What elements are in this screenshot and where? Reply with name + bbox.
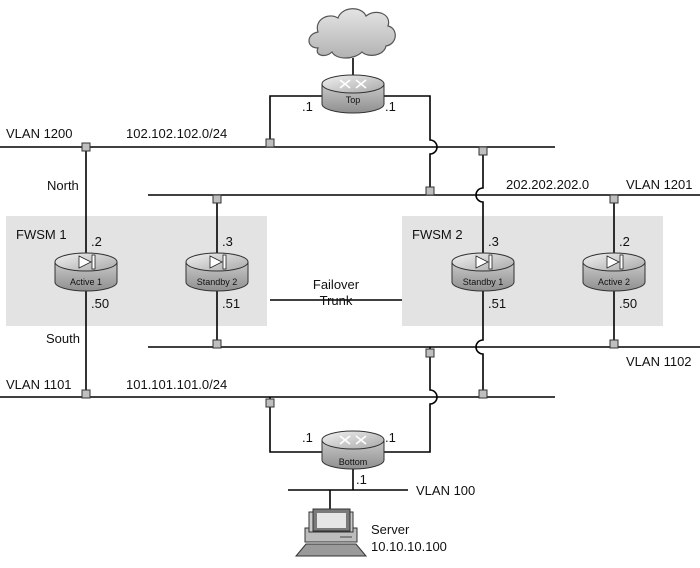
firewall-icon [78,254,96,270]
standby-1-south-ip: .51 [488,296,506,311]
vlan-100-name: VLAN 100 [416,483,475,498]
standby-1-north-ip: .3 [488,234,499,249]
standby-2-south-ip: .51 [222,296,240,311]
firewall-active-2[interactable]: Active 2 [582,252,646,292]
vlan-1201-name: VLAN 1201 [626,177,693,192]
vlan-buses [0,146,700,491]
bottom-right-ip: .1 [385,430,396,445]
failover-line-2: Trunk [320,293,353,308]
router-arrows-icon [339,79,367,89]
fwsm2-title: FWSM 2 [412,227,463,242]
firewall-standby-2[interactable]: Standby 2 [185,252,249,292]
standby-2-label: Standby 2 [197,277,238,287]
router-bottom-label: Bottom [339,457,368,467]
firewall-standby-1[interactable]: Standby 1 [451,252,515,292]
server-ip: 10.10.10.100 [371,539,447,554]
router-bottom[interactable]: Bottom [321,430,385,470]
cloud-icon [308,8,396,59]
vlan-1201-subnet: 202.202.202.0 [506,177,589,192]
standby-1-label: Standby 1 [463,277,504,287]
firewall-active-1[interactable]: Active 1 [54,252,118,292]
router-top-label: Top [346,95,361,105]
vlan-1101-subnet: 101.101.101.0/24 [126,377,227,392]
server-name: Server [371,522,410,537]
vlan-1101-name: VLAN 1101 [6,377,72,392]
firewall-icon [606,254,624,270]
active-2-north-ip: .2 [619,234,630,249]
router-top[interactable]: Top [321,74,385,114]
active-1-south-ip: .50 [91,296,109,311]
active-2-label: Active 2 [598,277,630,287]
server-icon[interactable] [294,508,368,557]
vlan-1102-name: VLAN 1102 [626,354,692,369]
vlan-1200-name: VLAN 1200 [6,126,73,141]
bottom-left-ip: .1 [302,430,313,445]
top-left-ip: .1 [302,99,313,114]
active-2-south-ip: .50 [619,296,637,311]
firewall-icon [209,254,227,270]
port-markers [81,138,619,408]
top-right-ip: .1 [385,99,396,114]
north-label: North [47,178,79,193]
failover-line-1: Failover [313,277,360,292]
standby-2-north-ip: .3 [222,234,233,249]
router-arrows-icon [339,435,367,445]
fwsm1-title: FWSM 1 [16,227,67,242]
active-1-north-ip: .2 [91,234,102,249]
active-1-label: Active 1 [70,277,102,287]
bottom-down-ip: .1 [356,472,367,487]
bottom-router-links [269,347,438,512]
firewall-icon [475,254,493,270]
vlan-1200-subnet: 102.102.102.0/24 [126,126,227,141]
south-label: South [46,331,80,346]
labels: .1 .1 VLAN 1200 102.102.102.0/24 North 2… [6,99,693,554]
